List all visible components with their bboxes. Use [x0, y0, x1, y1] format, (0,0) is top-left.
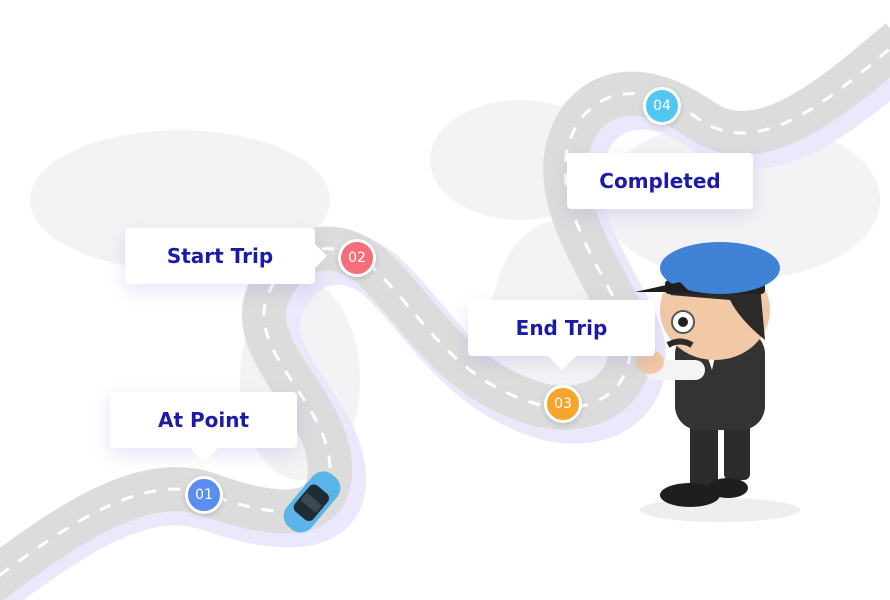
- step-marker-03: 03: [544, 385, 582, 423]
- step-label-start-trip: Start Trip: [125, 228, 327, 284]
- step-marker-01: 01: [185, 476, 223, 514]
- step-marker-04: 04: [643, 87, 681, 125]
- step-label-text: Start Trip: [166, 244, 274, 268]
- step-marker-02: 02: [338, 239, 376, 277]
- step-label-at-point: At Point: [110, 392, 297, 462]
- step-label-text: Completed: [599, 169, 721, 193]
- step-label-text: End Trip: [515, 316, 608, 340]
- step-label-text: At Point: [157, 408, 250, 432]
- car-icon: [283, 471, 341, 533]
- road-center-line: [0, 46, 890, 577]
- driver-character-illustration: [635, 242, 800, 522]
- step-label-end-trip: End Trip: [468, 300, 655, 370]
- step-label-completed: Completed: [567, 153, 753, 209]
